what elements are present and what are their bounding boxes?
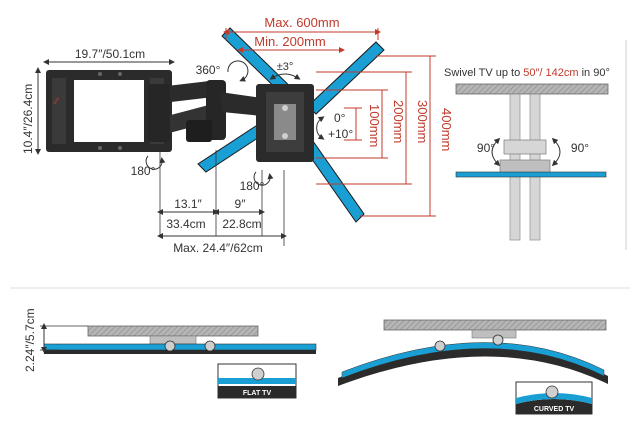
swivel-angle-right-label: 90° <box>571 141 589 155</box>
level-adjust: ±3° <box>269 61 301 80</box>
level-adjust-label: ±3° <box>277 61 294 73</box>
max-vesa-width-label: Max. 600mm <box>264 15 339 30</box>
wall-width-label: 19.7″/50.1cm <box>75 47 145 61</box>
arm-cm-1-label: 33.4cm <box>166 217 205 231</box>
wall-height-dimension: 10.4″/26.4cm <box>21 67 41 155</box>
vesa-h-400-label: 400mm <box>439 108 454 151</box>
wall-height-label: 10.4″/26.4cm <box>21 84 35 154</box>
arm-seg-2-label: 9″ <box>235 197 247 211</box>
tv-bracket-center <box>256 84 314 162</box>
flat-tv-illustration: 2.24″/5.7cm FLAT TV <box>23 308 317 399</box>
swivel-right: 180° <box>240 171 274 193</box>
swivel-angle-left-label: 90° <box>477 141 495 155</box>
curved-tv-label: CURVED TV <box>534 406 575 413</box>
brand-logo-mark: ∕∕ <box>53 96 60 106</box>
max-extension-label: Max. 24.4″/62cm <box>173 241 263 255</box>
wall-gap-label: 2.24″/5.7cm <box>23 308 37 372</box>
arm-seg-1-label: 13.1″ <box>174 197 202 211</box>
rotate-360: 360° <box>196 60 249 82</box>
tilt-top-label: 0° <box>334 111 346 125</box>
flat-tv-label: FLAT TV <box>243 390 272 397</box>
rotate-360-label: 360° <box>196 63 221 77</box>
vesa-h-100-label: 100mm <box>367 104 382 147</box>
swivel-right-label: 180° <box>240 179 265 193</box>
articulating-arms <box>148 80 262 142</box>
swivel-left: 180° <box>131 155 166 178</box>
dimension-min-200: Min. 200mm <box>237 34 345 53</box>
wall-width-dimension: 19.7″/50.1cm <box>43 47 175 65</box>
tilt-indicator: 0° +10° <box>316 111 353 141</box>
wall-plate: ∕∕ <box>46 70 172 152</box>
swivel-left-label: 180° <box>131 164 156 178</box>
swivel-caption: Swivel TV up to 50″/ 142cm in 90° <box>444 67 610 79</box>
vesa-h-200-label: 200mm <box>391 100 406 143</box>
swivel-illustration: Swivel TV up to 50″/ 142cm in 90° 90° 90… <box>444 67 610 241</box>
curved-tv-illustration: CURVED TV <box>338 319 608 415</box>
vesa-height-dimensions: 100mm 200mm 300mm 400mm <box>316 55 454 217</box>
arm-cm-2-label: 22.8cm <box>222 217 261 231</box>
arm-extension-dimensions: 13.1″ 9″ 33.4cm 22.8cm Max. 24.4″/62cm <box>157 150 287 255</box>
vesa-h-300-label: 300mm <box>415 100 430 143</box>
dimension-max-600: Max. 600mm <box>223 15 381 40</box>
min-vesa-width-label: Min. 200mm <box>254 34 326 49</box>
tilt-bottom-label: +10° <box>328 127 353 141</box>
